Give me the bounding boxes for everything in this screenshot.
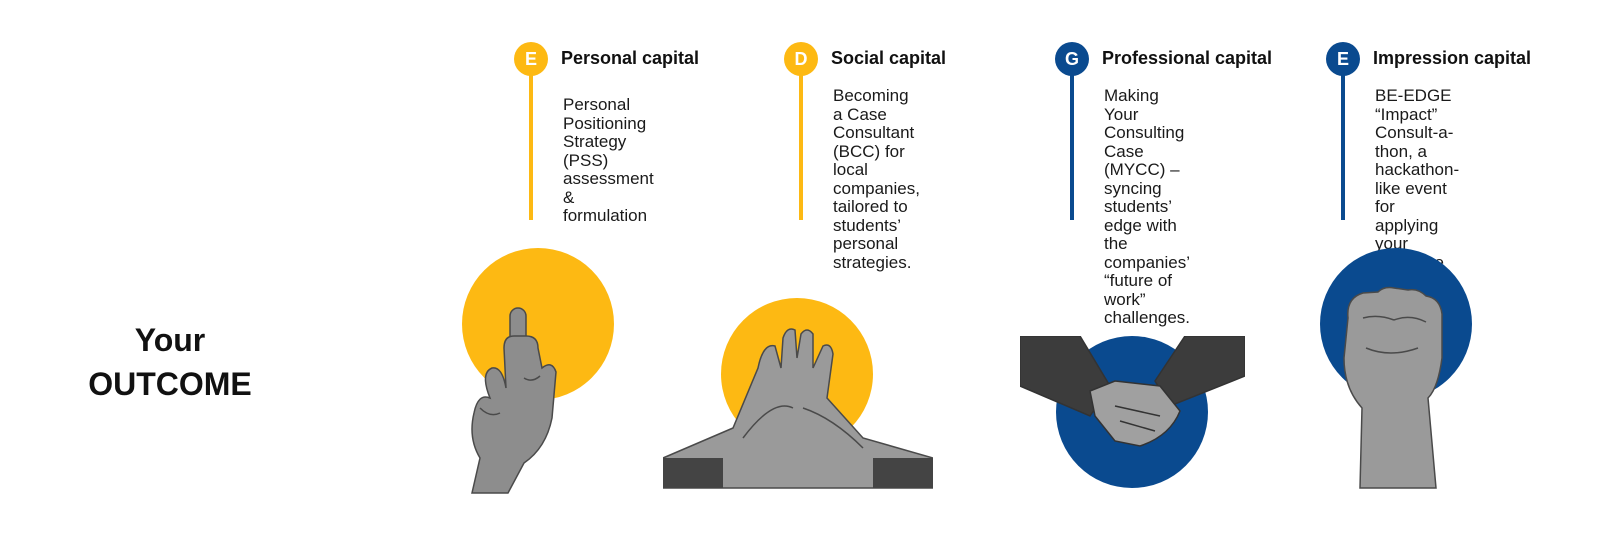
column-description: Making Your Consulting Case (MYCC) –sync…: [1104, 86, 1191, 327]
column-description: Personal Positioning Strategy (PSS) asse…: [563, 95, 654, 225]
raised-fist-image: [1320, 248, 1472, 489]
column-heading: Social capital: [831, 48, 947, 68]
timeline-stem: [799, 74, 803, 220]
letter-badge: D: [784, 42, 818, 76]
pointing-finger-hand-image: [462, 248, 614, 494]
timeline-stem: [529, 74, 533, 220]
column-description: Becoming a Case Consultant (BCC) for loc…: [833, 86, 920, 272]
timeline-stem: [1341, 74, 1345, 220]
outcome-title: Your OUTCOME: [60, 318, 280, 406]
letter-badge: G: [1055, 42, 1089, 76]
column-heading: Personal capital: [561, 48, 700, 68]
column-heading: Professional capital: [1102, 48, 1273, 68]
column-heading: Impression capital: [1373, 48, 1532, 68]
timeline-stem: [1070, 74, 1074, 220]
letter-badge: E: [1326, 42, 1360, 76]
stacked-hands-image: [663, 298, 933, 489]
outcome-line1: Your: [134, 322, 206, 358]
letter-badge: E: [514, 42, 548, 76]
handshake-image: [1020, 336, 1245, 488]
outcome-line2: OUTCOME: [88, 366, 252, 402]
